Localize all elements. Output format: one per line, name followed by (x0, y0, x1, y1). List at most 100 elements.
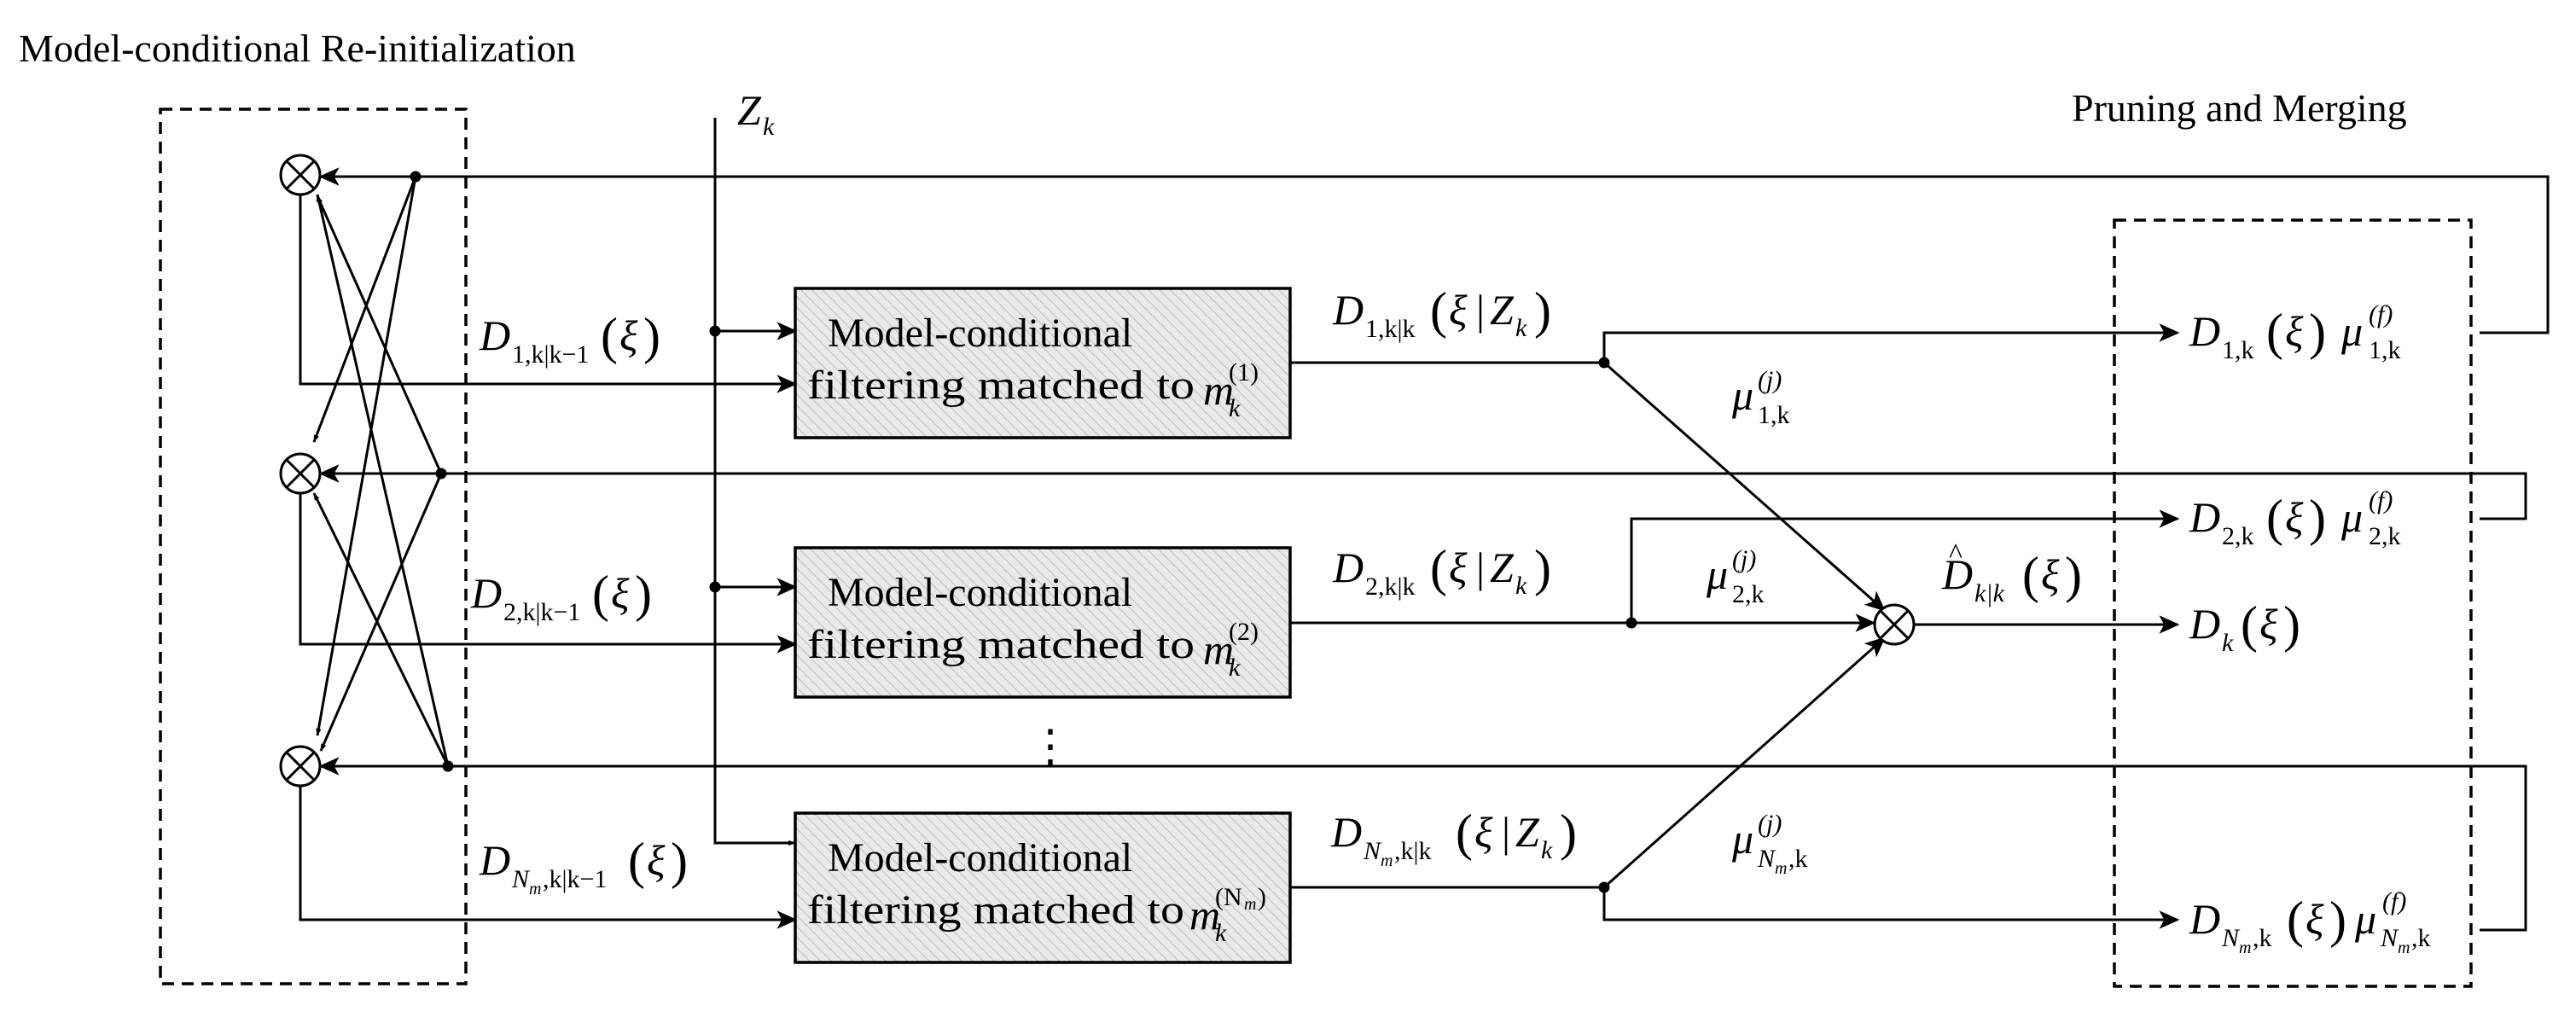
svg-text:): ) (2309, 304, 2326, 360)
svg-text:filtering matched to: filtering matched to (807, 887, 1184, 933)
svg-text:ξ: ξ (2285, 493, 2304, 541)
svg-text:): ) (671, 833, 688, 889)
combiner-node (1873, 603, 1916, 646)
svg-text:Z: Z (1490, 543, 1515, 591)
svg-text:ξ: ξ (1449, 543, 1468, 591)
svg-text:D: D (1332, 286, 1364, 334)
svg-text:ξ: ξ (1474, 808, 1493, 856)
svg-text:μ: μ (2340, 307, 2363, 355)
weighted-input-1 (1603, 361, 1886, 612)
svg-text:N: N (2221, 924, 2241, 952)
svg-text:|: | (1476, 286, 1485, 334)
feedback-line-3 (318, 757, 2527, 932)
svg-text:Model-conditional: Model-conditional (828, 835, 1132, 881)
svg-text:D: D (2189, 895, 2220, 943)
reinit-crossing-lines (312, 176, 450, 767)
svg-text:k: k (1229, 654, 1241, 682)
svg-text:m: m (2239, 939, 2251, 957)
svg-text:k: k (1229, 394, 1241, 422)
filter-ellipsis: ⋮ (1028, 723, 1073, 771)
svg-text:1,k: 1,k (1758, 401, 1790, 429)
svg-text:Z: Z (737, 86, 762, 134)
svg-text:D: D (1330, 808, 1362, 856)
filter-box-1: Model-conditional filtering matched to m… (794, 287, 1292, 439)
svg-text:k: k (1515, 314, 1527, 342)
upd-label-2: D 2,k|k ( ξ | Z k ) (1332, 540, 1551, 601)
mixer-node-1 (279, 154, 322, 196)
svg-text:): ) (2309, 490, 2326, 546)
svg-text:Z: Z (1490, 286, 1515, 334)
reinit-group-box (159, 108, 468, 985)
mixer-node-2 (279, 452, 322, 495)
svg-text:(: ( (1456, 805, 1473, 861)
svg-text:): ) (1560, 805, 1577, 861)
svg-text:1,k: 1,k (2222, 336, 2254, 364)
svg-text:ξ: ξ (2306, 895, 2324, 943)
svg-text:k: k (1215, 919, 1227, 947)
svg-text:N: N (1363, 837, 1382, 865)
output-label-1: D 1,k ( ξ ) μ (f) 1,k (2189, 300, 2401, 364)
svg-text:D: D (2189, 493, 2220, 541)
svg-text:1,k|k: 1,k|k (1365, 315, 1416, 343)
svg-text:μ: μ (1706, 550, 1728, 598)
pruning-group-box (2113, 218, 2473, 988)
svg-text:): ) (1258, 883, 1266, 911)
mu-label-n: μ (j) N m ,k (1731, 810, 1808, 878)
svg-text:(: ( (601, 308, 618, 364)
svg-text:μ: μ (1731, 371, 1753, 419)
svg-text:(: ( (2022, 547, 2039, 603)
output-label-combined: D k ( ξ ) (2189, 596, 2300, 657)
feedback-line-2 (318, 464, 2527, 520)
svg-text:,k: ,k (2411, 924, 2431, 952)
svg-text:2,k: 2,k (2222, 522, 2254, 550)
svg-text:(f): (f) (2369, 300, 2393, 328)
svg-text:m: m (1189, 891, 1220, 939)
svg-text:Model-conditional: Model-conditional (828, 311, 1132, 356)
svg-text:ξ: ξ (611, 569, 630, 617)
svg-text:(: ( (628, 833, 645, 889)
upd-label-1: D 1,k|k ( ξ | Z k ) (1332, 282, 1551, 343)
mu-label-1: μ (j) 1,k (1731, 366, 1790, 429)
svg-text:(: ( (592, 566, 609, 622)
svg-text:2,k: 2,k (1732, 580, 1765, 608)
output-junction-3 (1598, 881, 1610, 893)
measurement-zk: Z k (737, 86, 775, 141)
svg-text:,k|k−1: ,k|k−1 (543, 865, 607, 893)
svg-text:μ: μ (2340, 493, 2363, 541)
output-junction-2 (1625, 617, 1637, 629)
svg-text:ξ: ξ (2259, 600, 2278, 648)
svg-text:D: D (1332, 543, 1364, 591)
svg-text:μ: μ (2354, 895, 2376, 943)
svg-text:ξ: ξ (2041, 550, 2060, 598)
zk-junction-1 (709, 325, 721, 337)
measurement-line (713, 118, 796, 846)
feedback-line-1 (318, 167, 2550, 334)
svg-text:m: m (1244, 895, 1256, 914)
output-2-branch (1630, 509, 2180, 623)
svg-text:D: D (470, 569, 502, 617)
svg-text:D: D (1941, 550, 1973, 598)
svg-text:): ) (2283, 596, 2300, 653)
zk-junction-2 (709, 581, 721, 593)
svg-text:(N: (N (1215, 883, 1242, 911)
svg-text:(j): (j) (1732, 545, 1756, 573)
svg-text:1,k: 1,k (2369, 336, 2401, 364)
filter-box-2: Model-conditional filtering matched to m… (794, 546, 1292, 699)
svg-text:(: ( (1430, 282, 1447, 339)
pred-label-1: D 1,k|k−1 ( ξ ) (479, 308, 660, 369)
svg-text:(f): (f) (2382, 887, 2406, 915)
combined-estimate-label: D ^ k|k ( ξ ) (1941, 538, 2082, 607)
mixed-line-3 (299, 786, 798, 929)
weighted-input-3 (1603, 636, 1886, 889)
svg-text:k: k (2222, 629, 2234, 657)
svg-text:,k|k: ,k|k (1394, 837, 1432, 865)
mu-label-2: μ (j) 2,k (1706, 545, 1765, 608)
svg-text:|: | (1476, 543, 1485, 591)
pred-label-2: D 2,k|k−1 ( ξ ) (470, 566, 652, 626)
svg-text:(f): (f) (2369, 486, 2393, 514)
svg-text:Z: Z (1515, 808, 1540, 856)
svg-text:2,k|k−1: 2,k|k−1 (503, 598, 580, 626)
svg-text:N: N (511, 865, 531, 893)
svg-text:D: D (2189, 600, 2220, 648)
